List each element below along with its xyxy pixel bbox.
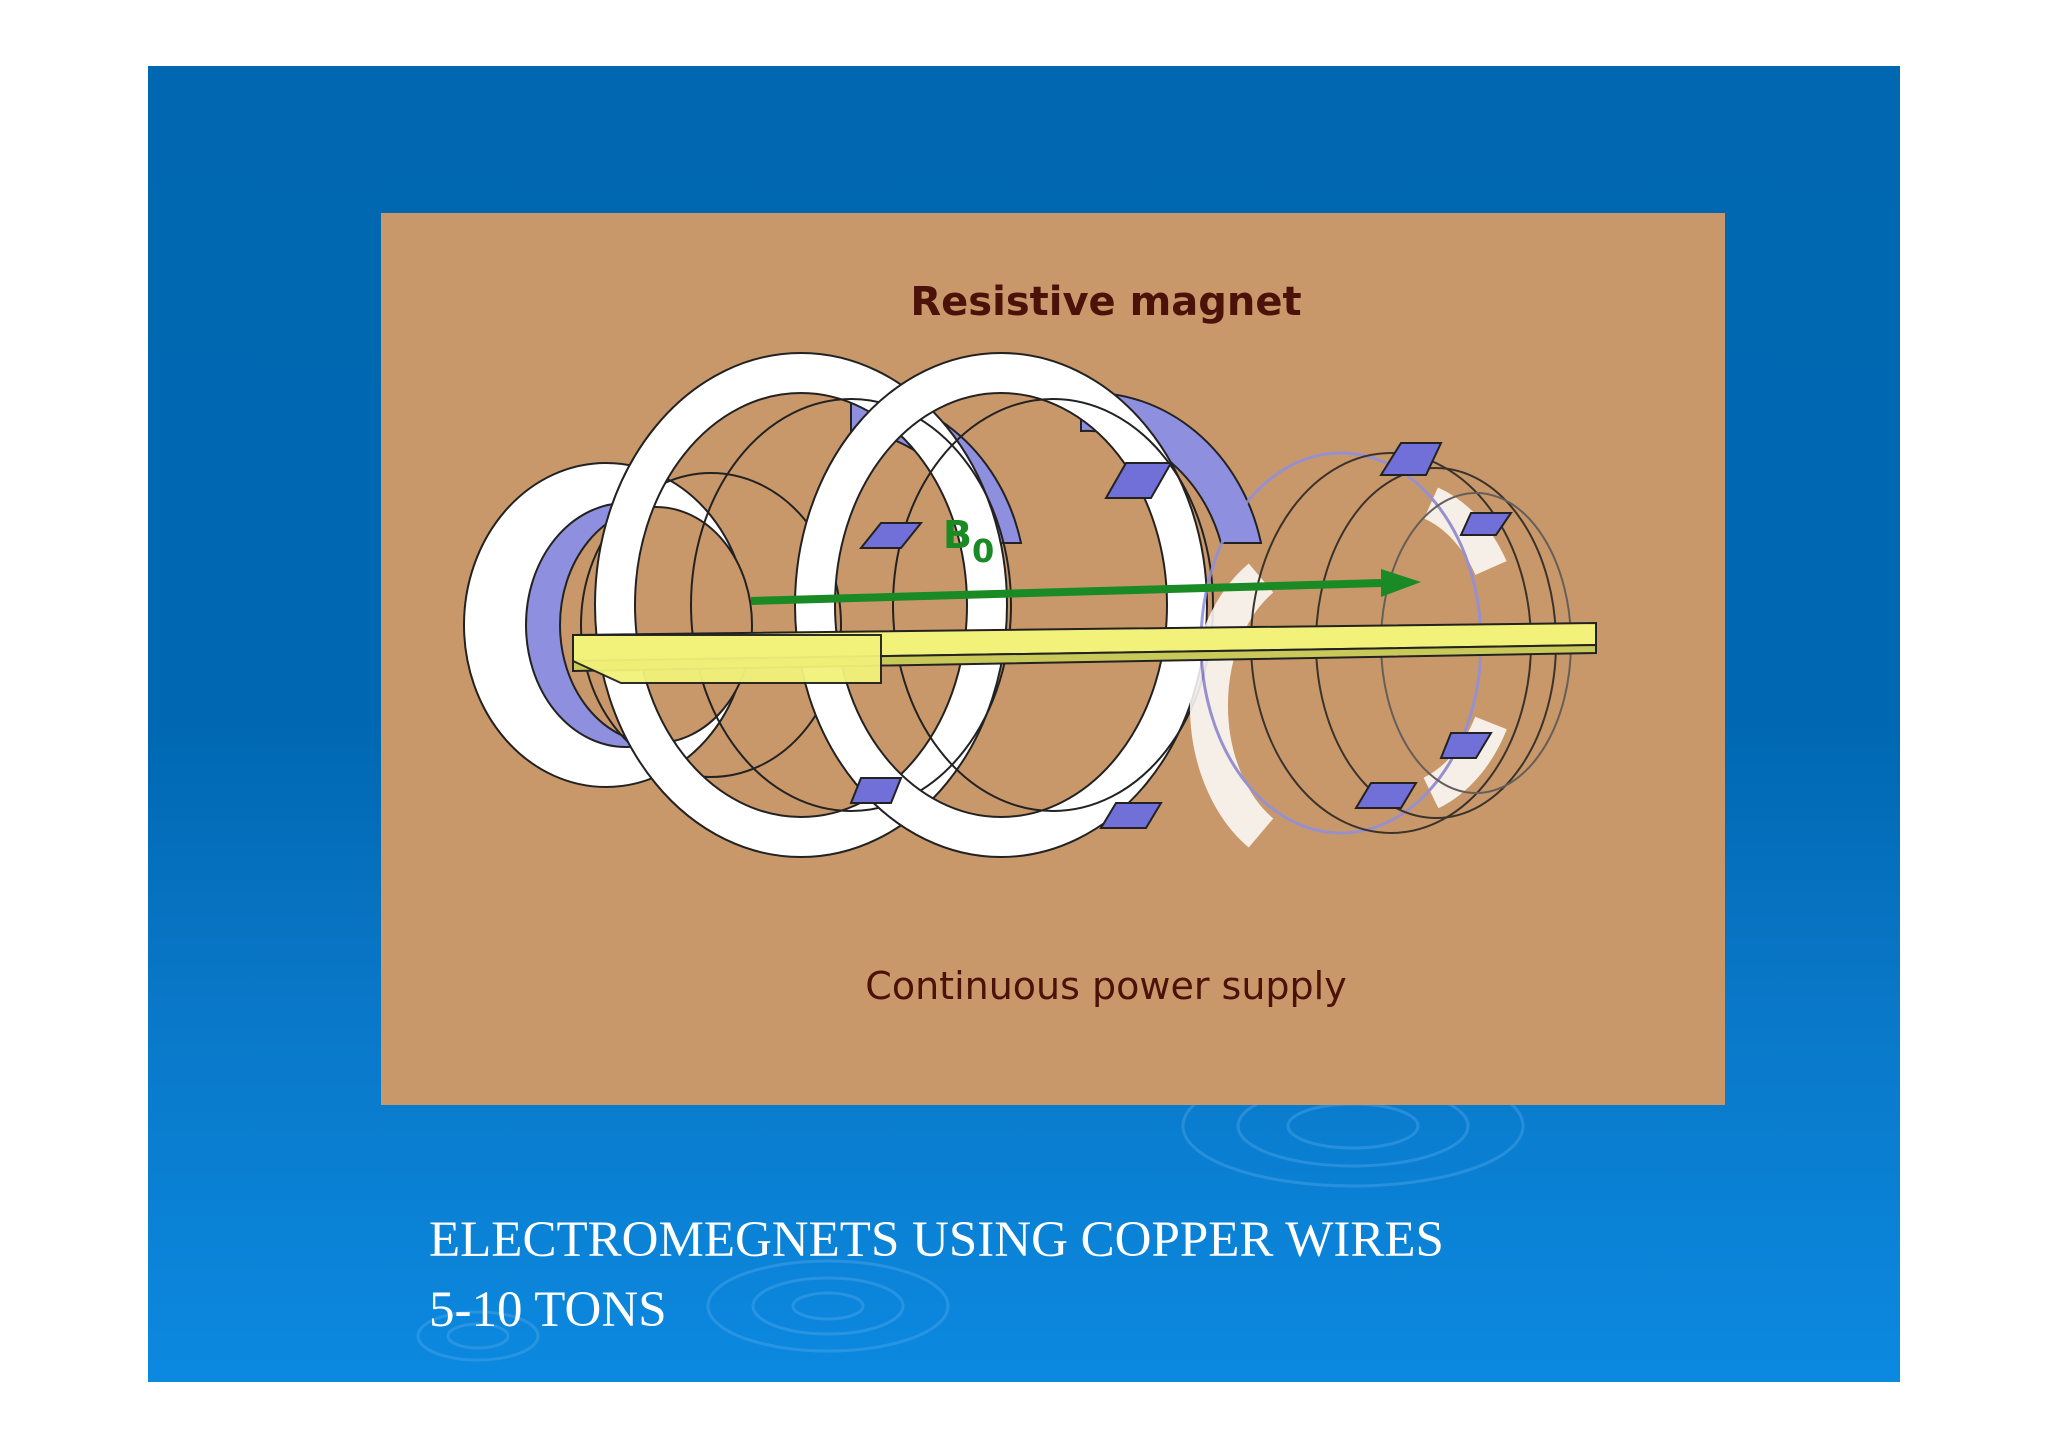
coil-ring-3 [794,352,1263,858]
field-label-b0: B0 [943,513,994,570]
patient-table [572,621,1597,684]
resistive-magnet-figure: Resistive magnet [381,213,1725,1105]
caption-line-1: ELECTROMEGNETS USING COPPER WIRES [429,1212,1444,1268]
slide-caption: ELECTROMEGNETS USING COPPER WIRES 5-10 T… [429,1205,1444,1345]
coil-joint-blocks [849,442,1513,829]
water-ripple-decoration [416,1007,1600,1362]
caption-line-2: 5-10 TONS [429,1282,667,1338]
figure-title: Resistive magnet [910,279,1301,325]
field-arrow [750,569,1421,605]
slide: Resistive magnet [148,66,1900,1382]
figure-subtitle: Continuous power supply [865,964,1346,1008]
